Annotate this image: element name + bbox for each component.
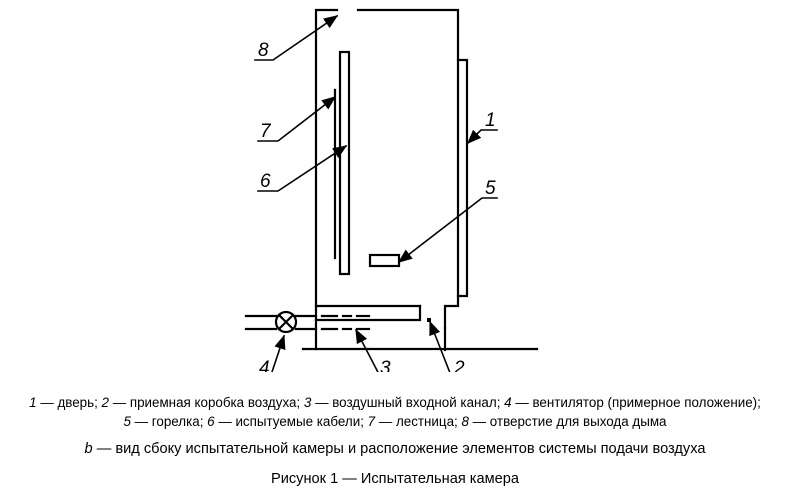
label-8: 8	[258, 40, 269, 61]
legend-line-1: 1 — дверь; 2 — приемная коробка воздуха;…	[29, 395, 761, 410]
air-box-marker	[427, 318, 431, 322]
leader-2	[428, 320, 451, 372]
leader-6	[257, 144, 348, 192]
legend-line-2: 5 — горелка; 6 — испытуемые кабели; 7 — …	[123, 414, 667, 429]
burner	[368, 253, 401, 268]
subcaption-text: вид сбоку испытательной камеры и располо…	[115, 441, 706, 457]
fan-symbol	[274, 310, 298, 334]
door	[456, 58, 469, 298]
leader-1	[466, 129, 498, 145]
figure-title: Рисунок 1 — Испытательная камера	[270, 471, 519, 487]
air-box-inner	[314, 304, 422, 322]
label-4: 4	[259, 358, 270, 372]
subcaption-letter: b	[84, 441, 93, 457]
air-inlet-duct	[244, 314, 318, 331]
label-7: 7	[260, 121, 272, 142]
label-5: 5	[485, 178, 496, 199]
label-2: 2	[453, 358, 465, 372]
leader-8	[254, 14, 339, 61]
leader-3	[354, 328, 379, 372]
air-inlet-duct-dashes	[320, 314, 371, 331]
leader-5	[397, 197, 498, 264]
chamber-walls	[314, 8, 460, 352]
label-3: 3	[380, 358, 391, 372]
leader-4	[271, 334, 286, 372]
ladder	[338, 50, 351, 276]
test-chamber-diagram: 8 7 6 1 5 4 3 2	[244, 8, 539, 372]
subcaption: b — вид сбоку испытательной камеры и рас…	[84, 441, 706, 457]
leader-7	[257, 95, 337, 142]
label-1: 1	[485, 110, 496, 131]
label-6: 6	[260, 171, 271, 192]
